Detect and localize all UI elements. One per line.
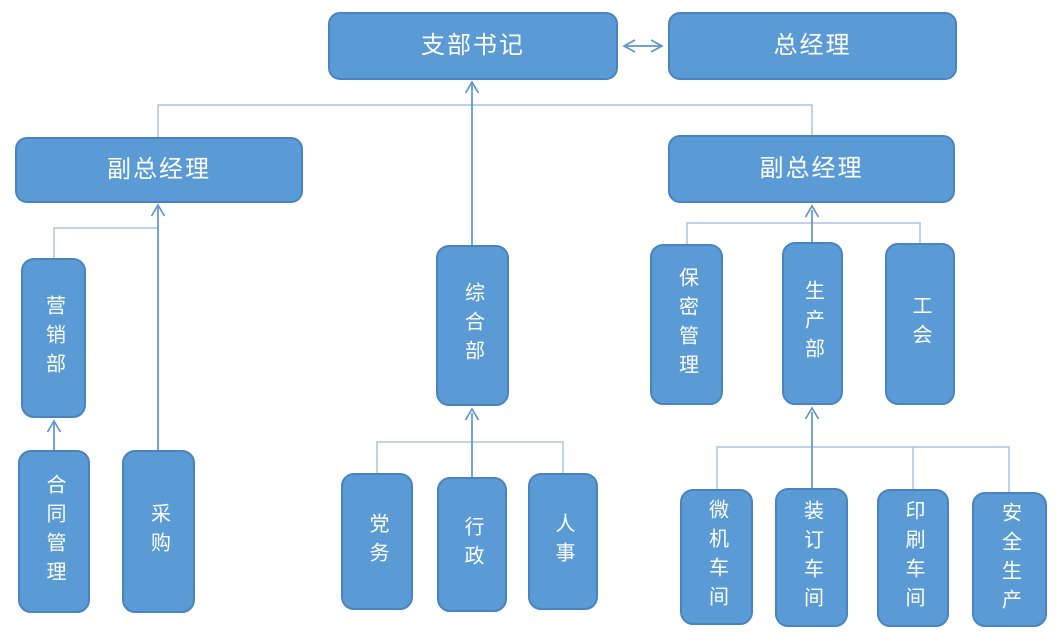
node-printing-workshop[interactable]: 印刷车间 xyxy=(877,489,949,627)
arrowhead-up-icon xyxy=(46,419,62,433)
node-branch-secretary[interactable]: 支部书记 xyxy=(328,12,618,80)
elbow-deputies-to-top xyxy=(157,104,813,137)
elbow-party-hr-to-general-dept xyxy=(376,441,564,473)
node-labor-union[interactable]: 工会 xyxy=(885,243,955,405)
arrow-connectors xyxy=(46,39,820,488)
node-deputy-general-manager-left[interactable]: 副总经理 xyxy=(15,137,303,203)
arrowhead-up-icon xyxy=(804,406,820,420)
node-party-affairs[interactable]: 党务 xyxy=(341,473,413,610)
arrowhead-up-icon xyxy=(150,203,166,217)
elbow-marketing-to-deputy-left xyxy=(53,227,158,258)
node-binding-workshop[interactable]: 装订车间 xyxy=(775,488,848,627)
node-contract-management[interactable]: 合同管理 xyxy=(18,450,90,613)
node-procurement[interactable]: 采购 xyxy=(122,450,195,613)
arrowhead-up-icon xyxy=(464,80,480,94)
node-security-management[interactable]: 保密管理 xyxy=(650,244,723,405)
node-general-manager[interactable]: 总经理 xyxy=(668,12,957,80)
node-safety-production[interactable]: 安全生产 xyxy=(972,492,1047,627)
elbow-security-union-to-deputy-right xyxy=(686,222,921,244)
node-general-dept[interactable]: 综合部 xyxy=(436,245,509,406)
arrowhead-right-icon xyxy=(650,39,664,53)
arrowhead-up-icon xyxy=(804,204,820,218)
node-administration[interactable]: 行政 xyxy=(437,477,507,612)
arrowhead-up-icon xyxy=(464,407,480,421)
node-hr[interactable]: 人事 xyxy=(528,473,598,610)
node-computer-workshop[interactable]: 微机车间 xyxy=(680,489,753,625)
elbow-workshops-to-production xyxy=(716,446,1010,492)
elbow-connectors xyxy=(53,104,1010,492)
arrowhead-left-icon xyxy=(622,39,636,53)
node-production-dept[interactable]: 生产部 xyxy=(782,242,843,405)
node-deputy-general-manager-right[interactable]: 副总经理 xyxy=(668,135,955,203)
node-marketing-dept[interactable]: 营销部 xyxy=(21,258,86,418)
